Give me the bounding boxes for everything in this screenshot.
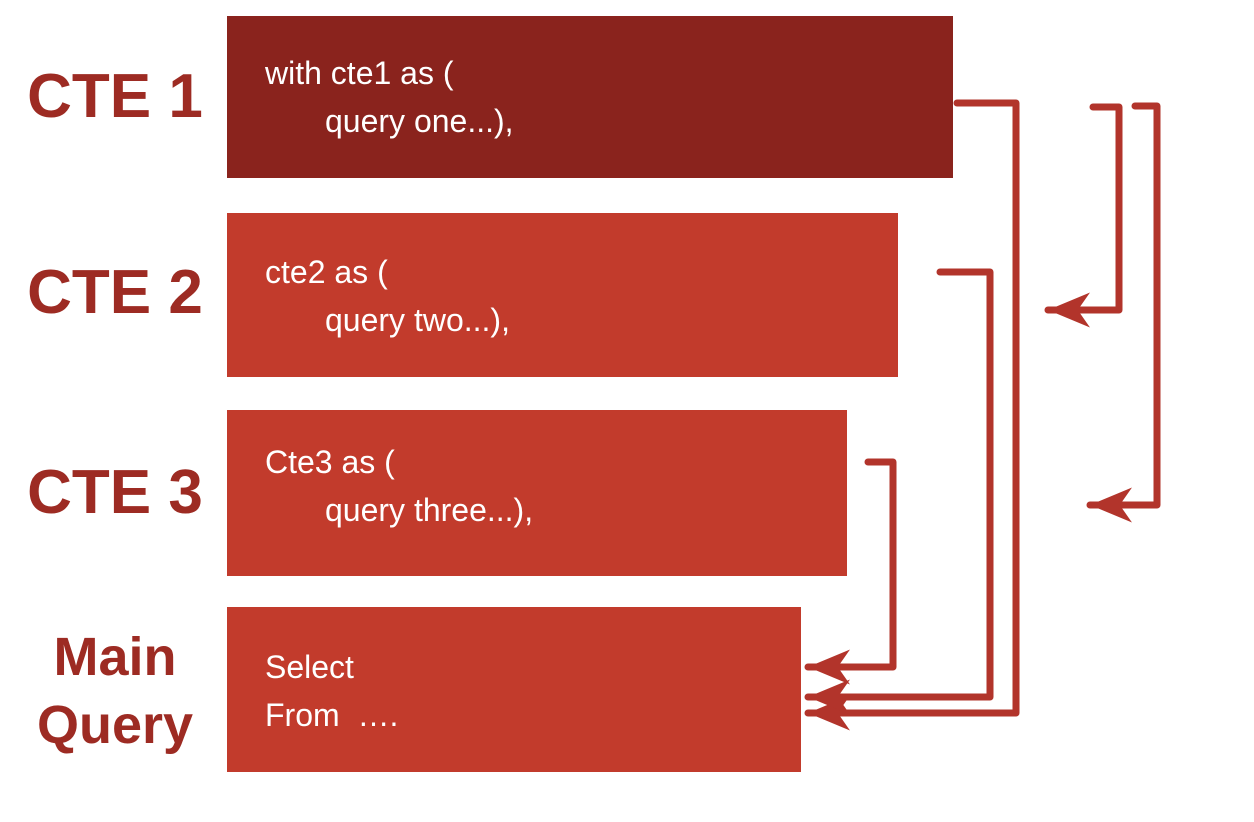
cte1-code-line-2: query one...), bbox=[325, 103, 514, 139]
box-cte2: cte2 as ( query two...), bbox=[227, 213, 898, 377]
connector-cte1-to-main-query bbox=[804, 99, 1020, 731]
box-cte1: with cte1 as ( query one...), bbox=[227, 16, 953, 178]
cte3-code-line-1: Cte3 as ( bbox=[265, 444, 395, 480]
box-cte3: Cte3 as ( query three...), bbox=[227, 410, 847, 576]
label-cte1: CTE 1 bbox=[27, 62, 203, 131]
box-main-query: Select From …. bbox=[227, 607, 801, 772]
cte2-code-line-1: cte2 as ( bbox=[265, 254, 388, 290]
connector-cte1-to-cte2 bbox=[1044, 103, 1123, 328]
main-query-code-line-1: Select bbox=[265, 649, 354, 685]
cte1-code-line-1: with cte1 as ( bbox=[265, 55, 454, 91]
label-cte2: CTE 2 bbox=[27, 258, 203, 327]
label-cte3: CTE 3 bbox=[27, 458, 203, 527]
connector-cte1-to-cte3 bbox=[1086, 102, 1161, 523]
label-main-query: Main Query bbox=[36, 627, 194, 755]
cte3-code-line-2: query three...), bbox=[325, 492, 534, 528]
cte2-code-line-2: query two...), bbox=[325, 302, 510, 338]
main-query-code-line-2: From …. bbox=[265, 697, 399, 733]
